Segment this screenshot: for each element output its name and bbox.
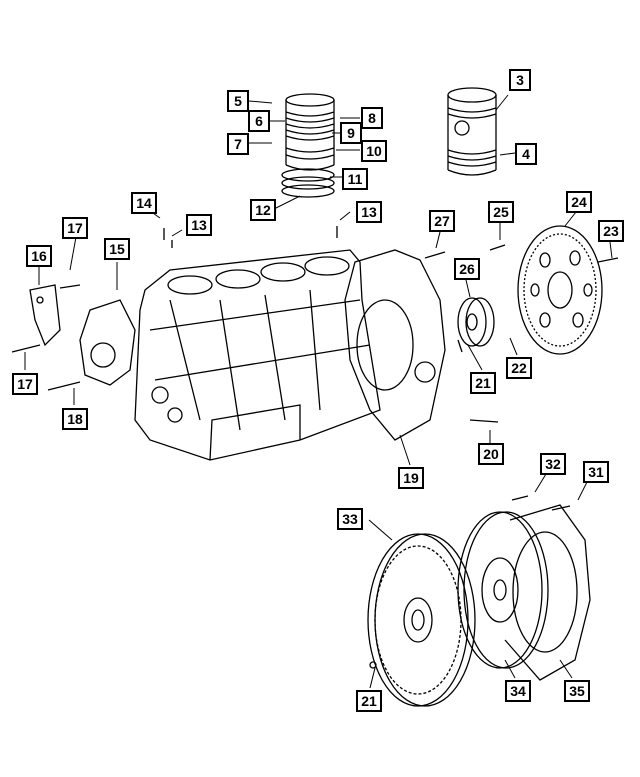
- callout-32: 32: [540, 453, 566, 475]
- callout-35: 35: [564, 680, 590, 702]
- callout-20: 20: [478, 443, 504, 465]
- flexplate: [517, 225, 603, 355]
- callout-9: 9: [340, 122, 362, 144]
- callout-6: 6: [248, 110, 270, 132]
- callout-27: 27: [429, 210, 455, 232]
- callout-11: 11: [342, 168, 368, 190]
- callout-31: 31: [583, 461, 609, 483]
- callout-7: 7: [227, 133, 249, 155]
- crank-pulley: [457, 297, 495, 347]
- callout-22: 22: [506, 357, 532, 379]
- callout-17-b: 17: [12, 373, 38, 395]
- callout-26: 26: [454, 258, 480, 280]
- callout-3: 3: [509, 69, 531, 91]
- callout-21-b: 21: [356, 690, 382, 712]
- bolts-left: [11, 226, 338, 391]
- callout-25: 25: [488, 201, 514, 223]
- callout-5: 5: [227, 90, 249, 112]
- engine-block: [134, 249, 381, 461]
- callout-13-a: 13: [186, 214, 212, 236]
- callout-14: 14: [131, 192, 157, 214]
- callout-15: 15: [104, 238, 130, 260]
- pressure-plate: [504, 504, 591, 681]
- engine-rear-plate: [344, 249, 446, 441]
- callout-23: 23: [598, 220, 624, 242]
- oil-pump-housing: [29, 284, 136, 386]
- callout-33: 33: [337, 508, 363, 530]
- clutch-disc: [457, 511, 549, 669]
- callout-34: 34: [505, 680, 531, 702]
- callout-4: 4: [515, 143, 537, 165]
- leader-lines: [24, 94, 613, 689]
- callout-18: 18: [62, 408, 88, 430]
- callout-16: 16: [26, 245, 52, 267]
- callout-24: 24: [566, 191, 592, 213]
- callout-10: 10: [361, 140, 387, 162]
- piston: [447, 87, 497, 176]
- callout-19: 19: [398, 467, 424, 489]
- callout-13-b: 13: [356, 201, 382, 223]
- callout-17-a: 17: [62, 217, 88, 239]
- piston-with-rings: [285, 93, 335, 171]
- callout-8: 8: [361, 107, 383, 129]
- piston-ring-set: [281, 168, 335, 198]
- flywheel: [367, 533, 476, 707]
- callout-12: 12: [250, 199, 276, 221]
- callout-21-a: 21: [470, 372, 496, 394]
